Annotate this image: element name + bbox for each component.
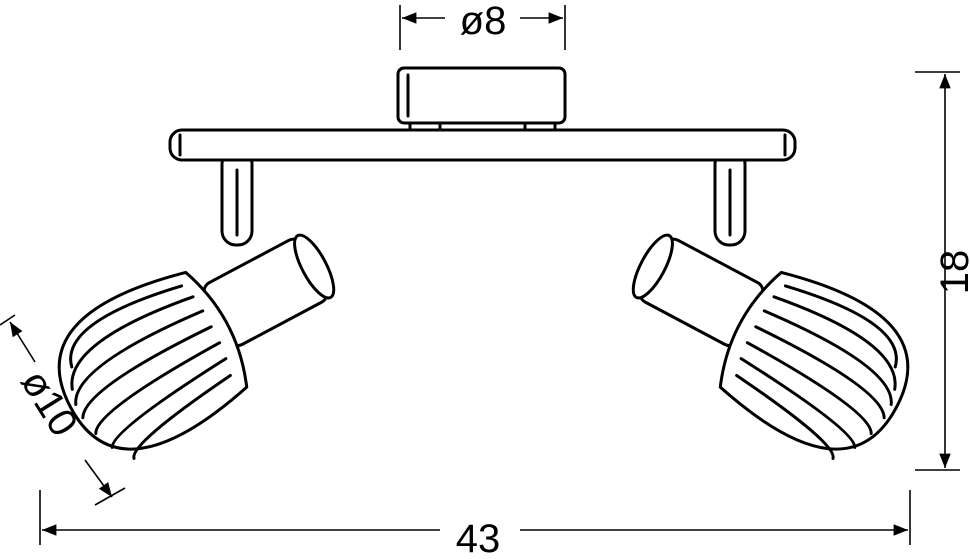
canopy-diameter-dimension: ø8	[399, 0, 566, 50]
mounting-bar	[168, 128, 797, 162]
width-label: 43	[456, 517, 501, 559]
height-dimension: 18	[915, 71, 970, 471]
canopy-diameter-label: ø8	[460, 0, 507, 43]
width-dimension: 43	[39, 490, 911, 559]
right-spotlight	[624, 148, 934, 476]
height-label: 18	[933, 250, 970, 295]
left-spotlight	[33, 148, 343, 476]
ceiling-canopy	[396, 66, 567, 134]
